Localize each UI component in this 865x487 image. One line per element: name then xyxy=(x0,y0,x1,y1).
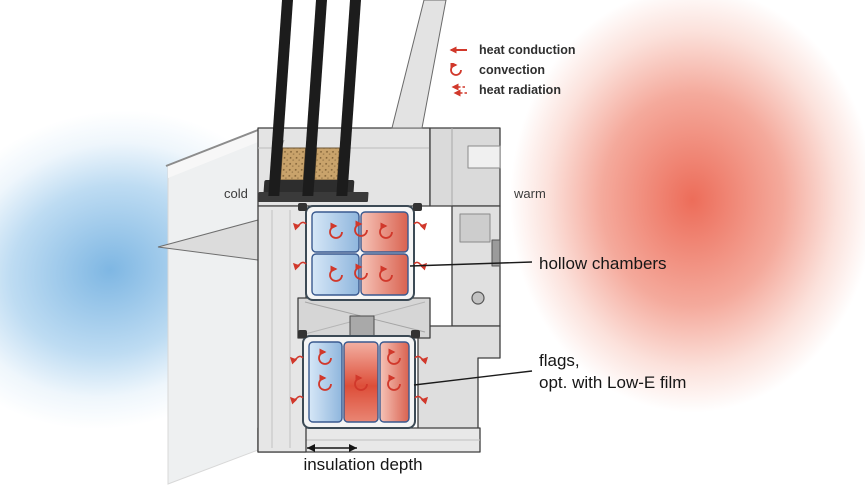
chamber-cell-blue xyxy=(308,341,343,423)
upper-hollow-chambers xyxy=(294,205,426,301)
legend-label: convection xyxy=(479,62,545,77)
chamber-cell-blue xyxy=(311,211,360,253)
frame-top-perspective-strip xyxy=(391,0,447,129)
flags-label-line2: opt. with Low-E film xyxy=(539,373,687,392)
heat-conduction-icon xyxy=(449,46,467,53)
warm-edge-spacer xyxy=(313,147,341,181)
screw-channel xyxy=(471,291,485,305)
heat-radiation-icon xyxy=(451,83,467,96)
convection-icon xyxy=(450,62,462,76)
flags-label-line1: flags, xyxy=(539,351,580,370)
legend-row-convection: convection xyxy=(444,62,576,77)
hollow-chambers-label: hollow chambers xyxy=(539,254,667,273)
chamber-cell-red xyxy=(360,211,409,253)
chamber-cell-red xyxy=(379,341,410,423)
lower-hollow-chambers xyxy=(291,335,427,429)
warm-label: warm xyxy=(514,186,546,201)
cold-label: cold xyxy=(224,186,248,201)
warm-edge-spacer xyxy=(279,147,307,181)
flags-label: flags, opt. with Low-E film xyxy=(539,350,686,394)
legend-label: heat radiation xyxy=(479,82,561,97)
chamber-cell-red xyxy=(360,253,409,296)
legend-label: heat conduction xyxy=(479,42,576,57)
legend-row-heat-conduction: heat conduction xyxy=(444,42,576,57)
insulation-depth-label: insulation depth xyxy=(303,455,423,474)
chamber-cell-blue xyxy=(311,253,360,296)
heat-transfer-legend: heat conduction convection heat radiatio… xyxy=(444,42,576,97)
chamber-cell-red xyxy=(343,341,379,423)
legend-row-heat-radiation: heat radiation xyxy=(444,82,576,97)
perspective-front-face xyxy=(157,129,259,485)
